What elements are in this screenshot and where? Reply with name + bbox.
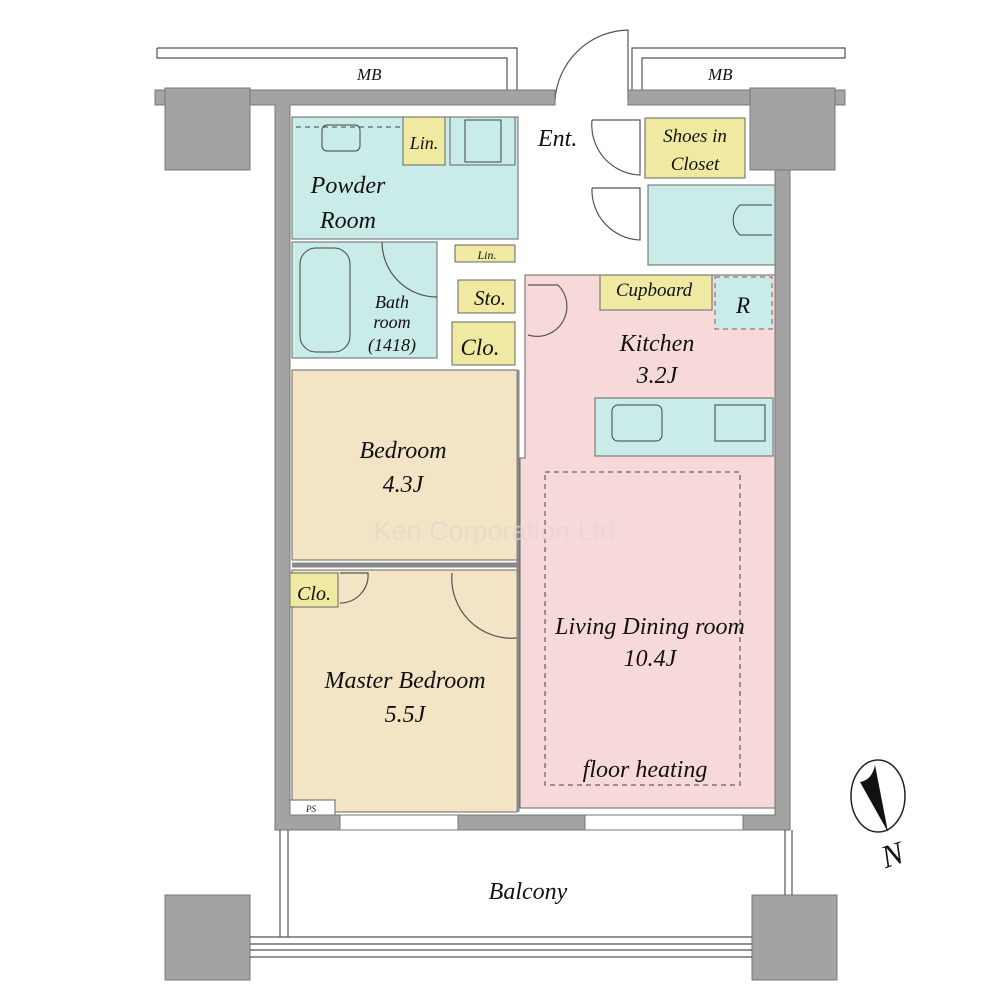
- meter-box-left: [156, 47, 518, 92]
- meter-box-right: [631, 47, 846, 92]
- north-compass: N: [850, 759, 910, 876]
- closet-label: Clo.: [461, 335, 500, 360]
- sink-icon: [321, 124, 361, 152]
- bath-label: (1418): [368, 335, 416, 356]
- cupboard: [599, 274, 713, 311]
- closet-label: Clo.: [297, 583, 331, 605]
- stove-icon: [714, 404, 766, 442]
- storage: [457, 279, 516, 314]
- window-living[interactable]: [584, 814, 744, 831]
- cupboard-label: Cupboard: [616, 280, 693, 301]
- floor-heating-area: [544, 471, 741, 786]
- balcony-label: Balcony: [489, 879, 568, 905]
- north-arrow-icon: [860, 765, 888, 832]
- column-bottom-right: [751, 894, 838, 981]
- closet-bedroom: [451, 321, 516, 366]
- kitchen-counter: [594, 397, 774, 457]
- master-bedroom-label: Master Bedroom: [323, 668, 485, 694]
- bathroom: [291, 241, 438, 359]
- balcony-edge: [279, 830, 793, 937]
- meter-box-label: MB: [707, 65, 733, 84]
- column-top-left: [164, 87, 251, 171]
- closet-master: [289, 572, 339, 608]
- living-label: Living Dining room: [554, 614, 745, 640]
- floor-heating-label: floor heating: [583, 757, 708, 783]
- column-bottom-left: [164, 894, 251, 981]
- powder-room-label: Room: [319, 208, 376, 234]
- window-master[interactable]: [339, 814, 459, 831]
- bath-label: room: [373, 312, 410, 332]
- bedroom: [291, 369, 518, 561]
- storage-label: Sto.: [474, 286, 506, 310]
- door-bath: [381, 241, 438, 298]
- kitchen-size: 3.2J: [636, 363, 679, 389]
- watermark: Ken Corporation Ltd.: [373, 516, 622, 546]
- toilet-room: [647, 184, 776, 266]
- column-top-right: [749, 87, 836, 171]
- bath-label: Bath: [375, 292, 409, 312]
- powder-room-label: Powder: [310, 173, 386, 199]
- entrance-label: Ent.: [537, 126, 577, 152]
- washing-machine: [449, 116, 516, 166]
- entrance-door[interactable]: [554, 29, 629, 101]
- north-label: N: [876, 834, 910, 876]
- master-bedroom: [291, 569, 518, 813]
- shoes-closet-label: Shoes in: [663, 126, 727, 147]
- door-storage: [527, 284, 568, 337]
- washer-icon: [464, 119, 502, 163]
- bedroom-label: Bedroom: [359, 438, 446, 464]
- balcony-railing: [250, 936, 752, 958]
- linen-closet-upper: [402, 116, 446, 166]
- door-toilet: [591, 187, 641, 241]
- shoes-closet: [644, 117, 746, 179]
- door-shoes: [591, 119, 641, 176]
- shoes-closet-label: Closet: [671, 154, 720, 175]
- meter-box-label: MB: [356, 65, 382, 84]
- master-bedroom-size: 5.5J: [385, 702, 427, 728]
- kitchen-sink-icon: [611, 404, 663, 442]
- bedroom-size: 4.3J: [383, 472, 425, 498]
- refrigerator-space: [714, 276, 773, 330]
- linen-closet-lower: [454, 244, 516, 263]
- pipe-space-label: PS: [305, 804, 316, 814]
- refrigerator-label: R: [735, 293, 750, 318]
- living-size: 10.4J: [624, 646, 678, 672]
- linen-label: Lin.: [409, 133, 439, 153]
- door-closet-master: [339, 572, 369, 604]
- linen-label: Lin.: [476, 248, 496, 262]
- bathtub-icon: [299, 247, 351, 353]
- toilet-icon: [732, 204, 772, 236]
- door-master: [451, 572, 518, 639]
- kitchen-label: Kitchen: [619, 331, 695, 357]
